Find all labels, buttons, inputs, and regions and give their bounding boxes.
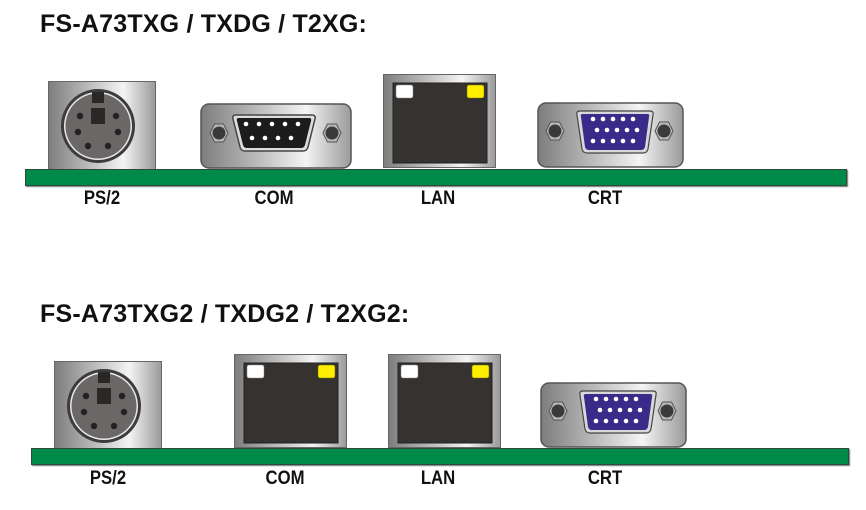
lan-label: LAN (420, 468, 456, 489)
panel-1-title: FS-A73TXG / TXDG / T2XG: (40, 10, 368, 38)
screw-hex-icon (545, 121, 565, 141)
rj45-connector-icon (234, 354, 347, 448)
screw-hex-icon (657, 401, 677, 421)
ps2-label: PS/2 (83, 188, 121, 209)
ps2-port (54, 361, 162, 451)
ps2-port (48, 81, 156, 171)
screw-hex-icon (322, 123, 342, 143)
crt-port (537, 102, 684, 168)
vga-connector-icon (540, 382, 687, 448)
com-port (200, 103, 352, 169)
crt-label: CRT (587, 188, 623, 209)
ps2-connector-icon (48, 81, 156, 171)
screw-hex-icon (654, 121, 674, 141)
io-panel-1: PS/2 COM LAN CRT (0, 0, 866, 230)
com-port (234, 354, 347, 448)
motherboard-edge (31, 448, 849, 465)
db9-serial-connector-icon (200, 103, 352, 169)
com-label: COM (254, 188, 294, 209)
io-panel-2: PS/2 COM LAN CRT (0, 0, 866, 489)
ps2-connector-icon (54, 361, 162, 451)
lan-label: LAN (420, 188, 456, 209)
screw-hex-icon (548, 401, 568, 421)
rj45-connector-icon (383, 74, 496, 168)
screw-hex-icon (209, 123, 229, 143)
ps2-label: PS/2 (89, 468, 127, 489)
vga-connector-icon (537, 102, 684, 168)
crt-label: CRT (587, 468, 623, 489)
panel-2-title: FS-A73TXG2 / TXDG2 / T2XG2: (40, 300, 410, 328)
rj45-connector-icon (388, 354, 501, 448)
lan-port (383, 74, 496, 168)
com-label: COM (265, 468, 305, 489)
crt-port (540, 382, 687, 448)
lan-port (388, 354, 501, 448)
motherboard-edge (25, 169, 847, 186)
